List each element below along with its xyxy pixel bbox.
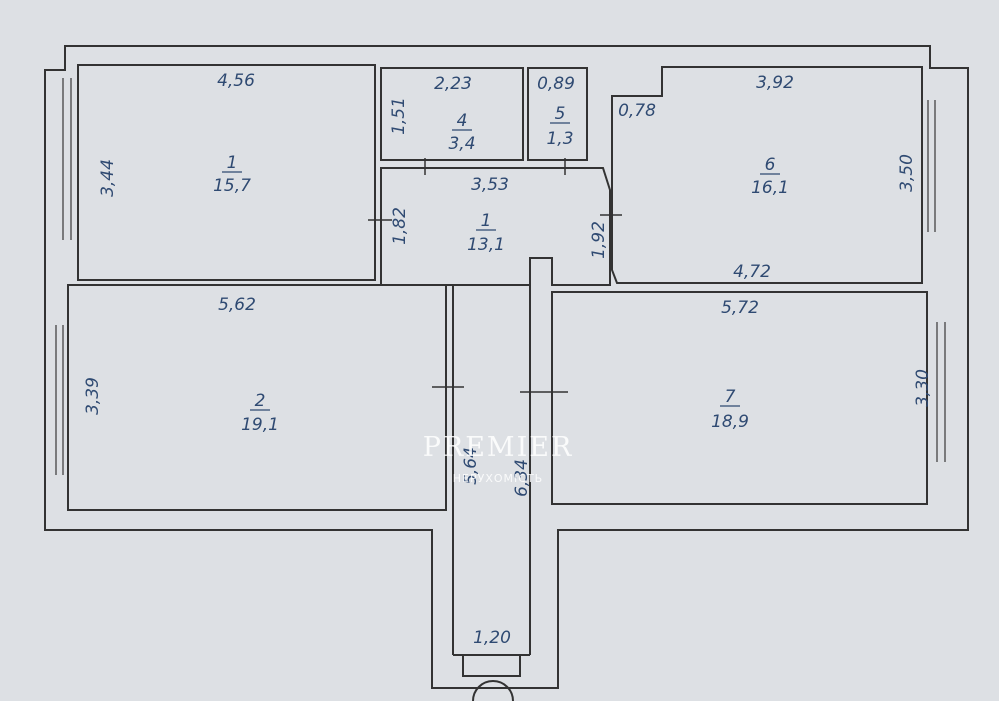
room-3-number: 1 [227,153,238,173]
outer-wall [44,45,969,689]
dim-room-7-right: 3,30 [913,369,933,407]
room-7-outline [551,291,928,505]
dim-corridor-left: 5,64 [461,447,481,485]
dim-room-4-top: 2,23 [434,74,472,94]
window-room-6 [927,100,936,232]
room-6-area: 16,1 [751,178,789,198]
dim-room-2-left: 3,39 [83,377,103,415]
dim-room-1-left: 1,82 [390,207,410,245]
dim-room-2-top: 5,62 [218,295,256,315]
dim-room-1-right: 1,92 [589,221,609,259]
room-5-outline [527,67,588,161]
dim-room-7-top: 5,72 [721,298,759,318]
room-3-outline [77,64,376,281]
room-6-outline [611,66,923,284]
dim-room-4-left: 1,51 [389,97,409,135]
window-room-2 [55,325,64,475]
room-4-number: 4 [457,111,468,131]
room-2-number: 2 [255,391,266,411]
room-6-number: 6 [765,155,776,175]
room-7-number: 7 [725,387,736,407]
door-markers [368,158,622,393]
room-4-area: 3,4 [448,134,475,154]
dim-room-3-top: 4,56 [217,71,255,91]
dim-room-6-top: 3,92 [756,73,794,93]
dim-room-5-top: 0,89 [537,74,575,94]
room-5-number: 5 [555,104,566,124]
entrance-door-arc [472,680,514,701]
dim-corridor-right: 6,34 [512,459,532,497]
room-3-area: 15,7 [213,176,251,196]
room-7-area: 18,9 [711,412,749,432]
dim-room-6-corner: 0,78 [618,101,656,121]
room-4-outline [380,67,524,161]
room-1-outline [380,167,611,286]
room-1-number: 1 [481,211,492,231]
room-2-area: 19,1 [241,415,279,435]
dim-room-6-right: 3,50 [897,154,917,192]
watermark-brand: PREMIER [423,432,574,463]
room-2-outline [67,284,447,511]
dim-room-3-left: 3,44 [98,159,118,197]
dim-corridor-bottom: 1,20 [473,628,511,648]
window-room-3 [62,78,72,240]
window-room-7 [936,322,946,462]
room-1-area: 13,1 [467,235,505,255]
watermark-subtitle: НЕРУХОМІСТЬ [453,472,543,485]
dim-room-1-top: 3,53 [471,175,509,195]
room-5-area: 1,3 [546,129,573,149]
corridor-entry [462,655,521,677]
dim-room-6-bottom: 4,72 [733,262,771,282]
